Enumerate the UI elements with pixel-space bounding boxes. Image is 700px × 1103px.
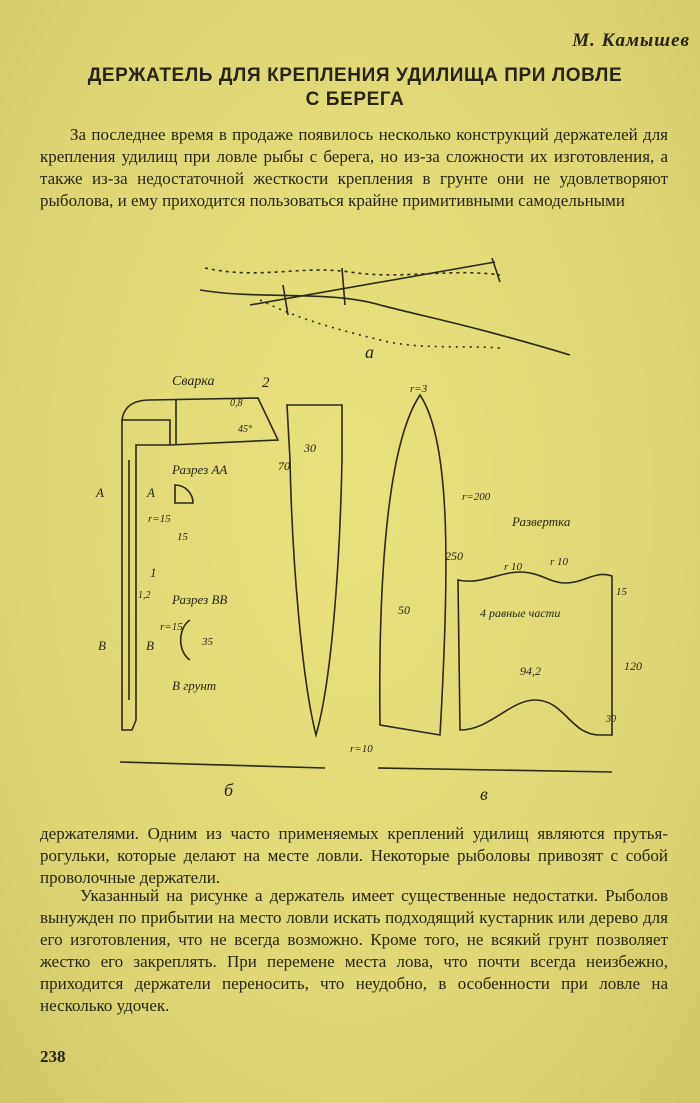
paragraph-1: За последнее время в продаже появилось н… [40,125,668,210]
label-razvertka: Развертка [511,514,571,529]
label-d30: 30 [303,441,316,455]
title-line-2: С БЕРЕГА [305,89,405,110]
label-B-left: В [98,638,106,653]
page-number: 238 [40,1047,66,1066]
label-d250: 250 [445,549,463,563]
label-B-right: В [146,638,154,653]
label-razrez-bb: Разрез ВВ [171,592,227,607]
label-r15-a: r=15 [148,513,171,525]
label-d942: 94,2 [520,664,541,678]
label-d15: 15 [177,531,189,543]
article-title: ДЕРЖАТЕЛЬ ДЛЯ КРЕПЛЕНИЯ УДИЛИЩА ПРИ ЛОВЛ… [40,64,670,112]
label-d15b: 15 [616,586,628,598]
title-line-1: ДЕРЖАТЕЛЬ ДЛЯ КРЕПЛЕНИЯ УДИЛИЩА ПРИ ЛОВЛ… [87,65,623,86]
label-num-2: 2 [262,375,270,391]
label-r3: r=3 [410,383,428,395]
label-a: а [365,342,374,362]
paragraph-2: держателями. Одним из часто применяемых … [40,824,668,887]
label-v-grunt: В грунт [172,678,216,693]
figure-a-shore-sketch: а [199,257,571,362]
label-d12: 1,2 [138,590,151,601]
label-dim-08: 0,8 [230,398,243,409]
label-r10-a: r 10 [504,561,523,573]
figure-v-blank: r=3 r=200 250 50 r=10 Развертка r 10 r 1… [350,383,642,804]
label-r10: r=10 [350,743,373,755]
author: М. Камышев [572,30,690,51]
label-dim-45: 45° [238,424,252,435]
label-v: в [480,784,488,804]
label-d50: 50 [398,603,410,617]
label-d120: 120 [624,659,642,673]
label-d30b: 30 [605,714,616,725]
label-num-1: 1 [150,565,157,580]
label-r200: r=200 [462,491,491,503]
paragraph-3: Указанный на рисунке а держатель имеет с… [40,886,668,1015]
label-r15-b: r=15 [160,621,183,633]
label-A-right: А [146,485,155,500]
label-razrez-aa: Разрез АА [171,462,227,477]
label-d70: 70 [278,459,290,473]
label-r10-b: r 10 [550,556,569,568]
label-A-left: А [95,485,104,500]
label-svarka: Сварка [172,374,215,389]
label-four-parts: 4 равные части [480,606,560,620]
figure-b-holder: Сварка 2 0,8 45° Разрез АА А А r=15 15 1… [95,374,343,800]
label-d35: 35 [201,636,214,648]
label-b: б [224,780,234,800]
